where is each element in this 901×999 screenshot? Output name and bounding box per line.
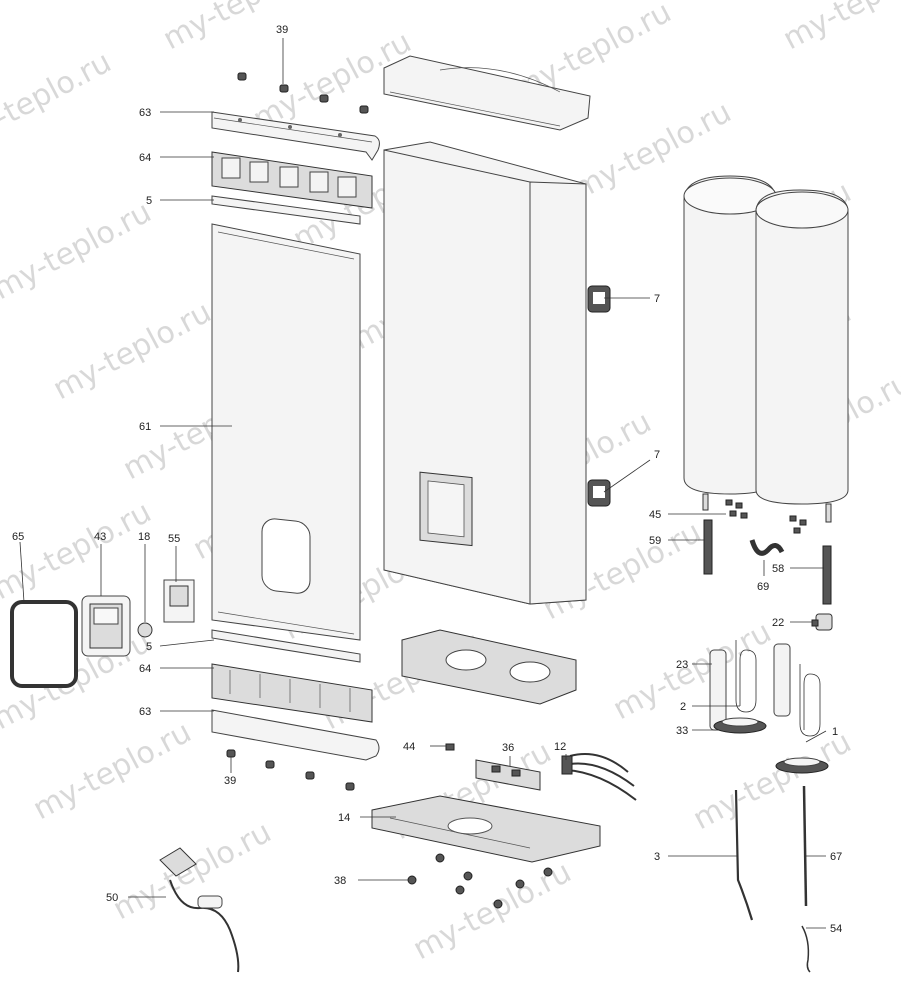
- callout-44: 44: [403, 741, 415, 753]
- callout-50: 50: [106, 892, 118, 904]
- heater-left: [713, 640, 767, 734]
- watermark: my-teplo.ru: [0, 195, 157, 307]
- callout-22: 22: [772, 617, 784, 629]
- watermark: my-teplo.ru: [687, 725, 857, 837]
- callout-12: 12: [554, 741, 566, 753]
- callout-18: 18: [138, 531, 150, 543]
- pipe-left: [703, 519, 713, 575]
- wall-hanger-lower: [587, 479, 611, 507]
- bottom-base: [401, 629, 577, 705]
- callout-3: 3: [654, 851, 660, 863]
- top-bracket: [211, 151, 373, 209]
- leader-lines: [19, 38, 827, 929]
- callout-58: 58: [772, 563, 784, 575]
- bottom-bracket: [211, 663, 373, 723]
- housing: [383, 141, 587, 605]
- base-tray: [371, 795, 601, 863]
- callout-38: 38: [334, 875, 346, 887]
- watermark: my-teplo.ru: [157, 0, 327, 57]
- anode-left: [709, 649, 727, 731]
- wire-harness: [561, 753, 637, 801]
- callout-36: 36: [502, 742, 514, 754]
- callout-39-bottom: 39: [224, 775, 236, 787]
- watermark: my-teplo.ru: [0, 45, 117, 157]
- callout-2: 2: [680, 701, 686, 713]
- callout-7-lower: 7: [654, 449, 660, 461]
- callout-45: 45: [649, 509, 661, 521]
- sensor-probe-left: [734, 789, 754, 921]
- sensor-wire: [801, 925, 811, 973]
- bottom-strip: [211, 629, 361, 663]
- callout-7-upper: 7: [654, 293, 660, 305]
- bottom-cover: [211, 709, 380, 761]
- callout-61: 61: [139, 421, 151, 433]
- front-panel: [211, 223, 361, 641]
- callout-63-top: 63: [139, 107, 151, 119]
- callout-5-top: 5: [146, 195, 152, 207]
- display-unit: [81, 595, 131, 657]
- connector-hose: [749, 539, 785, 556]
- control-pcb: [163, 579, 195, 623]
- callout-43: 43: [94, 531, 106, 543]
- feet: [407, 853, 553, 909]
- valve: [811, 613, 833, 631]
- watermark: my-teplo.ru: [107, 815, 277, 927]
- watermark: my-teplo.ru: [777, 0, 901, 57]
- knob: [137, 622, 153, 638]
- wall-hanger-upper: [587, 285, 611, 313]
- pipe-right: [822, 545, 832, 605]
- callout-65: 65: [12, 531, 24, 543]
- callout-55: 55: [168, 533, 180, 545]
- callout-54: 54: [830, 923, 842, 935]
- control-board: [475, 759, 541, 791]
- callout-63-bottom: 63: [139, 706, 151, 718]
- bolts-cluster: [725, 499, 807, 534]
- sensor-probe-right: [802, 785, 808, 907]
- callout-64-bottom: 64: [139, 663, 151, 675]
- tanks: [683, 175, 849, 523]
- callout-14: 14: [338, 812, 350, 824]
- top-cover: [211, 111, 380, 161]
- callout-59: 59: [649, 535, 661, 547]
- top-strip: [211, 195, 361, 225]
- callout-33: 33: [676, 725, 688, 737]
- screw: [445, 743, 455, 751]
- heater-right: [775, 664, 829, 774]
- callout-39-top: 39: [276, 24, 288, 36]
- nuts-bottom: [226, 749, 355, 791]
- callout-64-top: 64: [139, 152, 151, 164]
- display-frame: [10, 600, 78, 688]
- callout-67: 67: [830, 851, 842, 863]
- anode-right: [773, 643, 791, 717]
- watermark: my-teplo.ru: [27, 715, 197, 827]
- tank-lid: [383, 55, 591, 131]
- callout-labels: 39 63 64 5 61 7 7 65 43 18 55 5 64 63 39…: [12, 24, 842, 935]
- callout-1: 1: [832, 726, 838, 738]
- nuts-top: [237, 72, 369, 114]
- callout-69: 69: [757, 581, 769, 593]
- callout-5-bottom: 5: [146, 641, 152, 653]
- power-cord: [159, 847, 240, 973]
- watermark: my-teplo.ru: [47, 295, 217, 407]
- callout-23: 23: [676, 659, 688, 671]
